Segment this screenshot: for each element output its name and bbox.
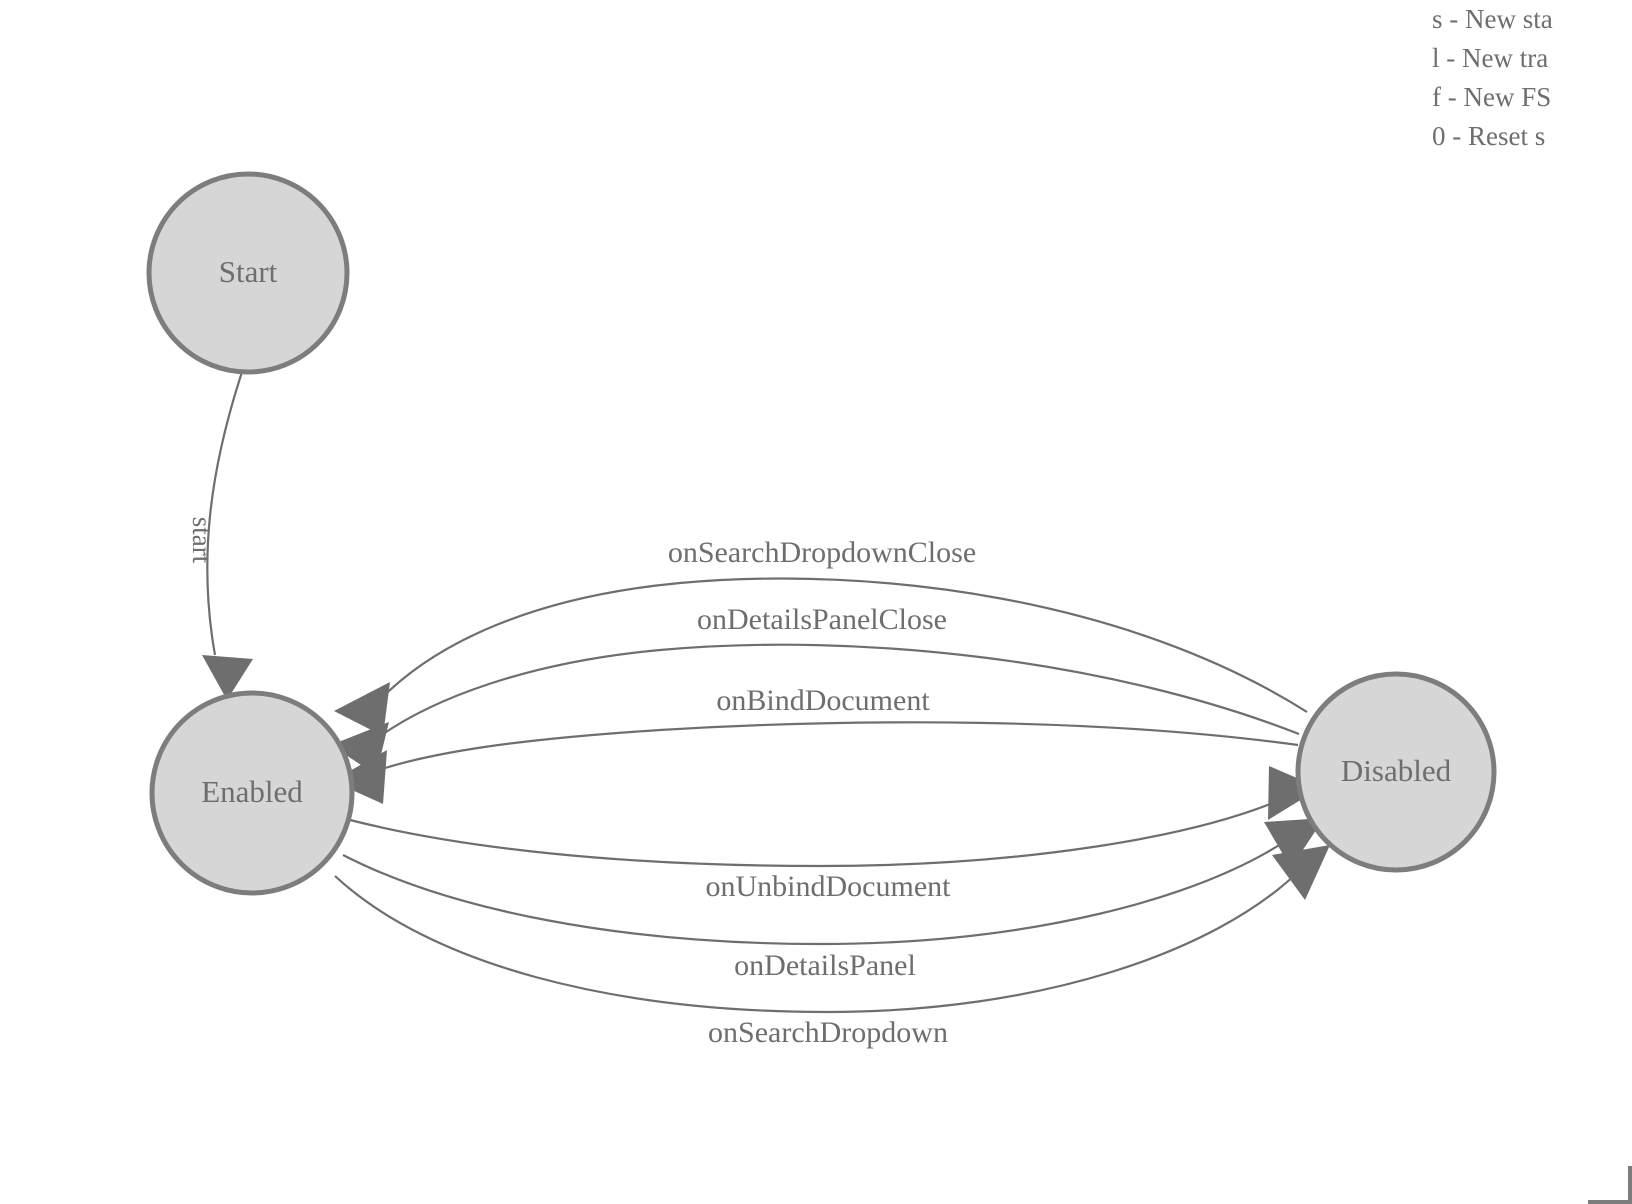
arrowhead-onSearchDropdown: [1272, 845, 1330, 900]
edge-onUnbindDocument[interactable]: [349, 798, 1281, 868]
node-disabled[interactable]: Disabled: [1295, 671, 1497, 873]
edge-start[interactable]: [206, 371, 244, 656]
edge-label-onBindDocument: onBindDocument: [716, 684, 930, 717]
arrowhead-onDetailsPanel: [1264, 818, 1324, 868]
help-line-new-state: s - New sta: [1432, 4, 1553, 34]
edge-label-onSearchDropdownClose: onSearchDropdownClose: [668, 536, 976, 569]
edge-label-onUnbindDocument: onUnbindDocument: [706, 870, 952, 903]
arrowhead-onUnbindDocument: [1268, 766, 1320, 820]
edge-group-enabled-to-disabled: [334, 766, 1330, 1014]
node-start-circle[interactable]: [146, 171, 350, 375]
node-disabled-label: Disabled: [1341, 753, 1452, 788]
edge-label-onDetailsPanelClose: onDetailsPanelClose: [697, 603, 947, 636]
edge-onDetailsPanelClose[interactable]: [371, 643, 1300, 743]
edge-label-start: start: [187, 517, 217, 564]
node-enabled-label: Enabled: [201, 774, 303, 809]
node-enabled[interactable]: Enabled: [149, 690, 355, 896]
node-start[interactable]: Start: [146, 171, 350, 375]
edge-onSearchDropdownClose[interactable]: [374, 577, 1308, 713]
edge-onDetailsPanel[interactable]: [342, 839, 1288, 946]
help-line-reset: 0 - Reset s: [1432, 121, 1546, 151]
resize-handle-corner[interactable]: [1588, 1166, 1632, 1204]
keyboard-help-panel: s - New sta l - New tra f - New FS 0 - R…: [1432, 0, 1632, 156]
help-line-new-fsm: f - New FS: [1432, 82, 1552, 112]
edge-labels: start onSearchDropdownClose onDetailsPan…: [187, 517, 976, 1049]
node-enabled-circle[interactable]: [149, 690, 355, 896]
node-disabled-circle[interactable]: [1295, 671, 1497, 873]
node-start-label: Start: [219, 254, 278, 289]
help-line-new-transition: l - New tra: [1432, 43, 1549, 73]
edge-label-onSearchDropdown: onSearchDropdown: [708, 1016, 948, 1049]
edge-group-disabled-to-enabled: [331, 577, 1308, 804]
edge-onSearchDropdown[interactable]: [334, 871, 1299, 1014]
arrowhead-onSearchDropdownClose: [334, 682, 390, 736]
arrowhead-start: [202, 655, 253, 700]
arrowhead-onBindDocument: [332, 750, 387, 804]
edge-group-start-to-enabled: [202, 371, 253, 700]
edge-onBindDocument[interactable]: [372, 721, 1299, 774]
edge-label-onDetailsPanel: onDetailsPanel: [734, 949, 916, 982]
